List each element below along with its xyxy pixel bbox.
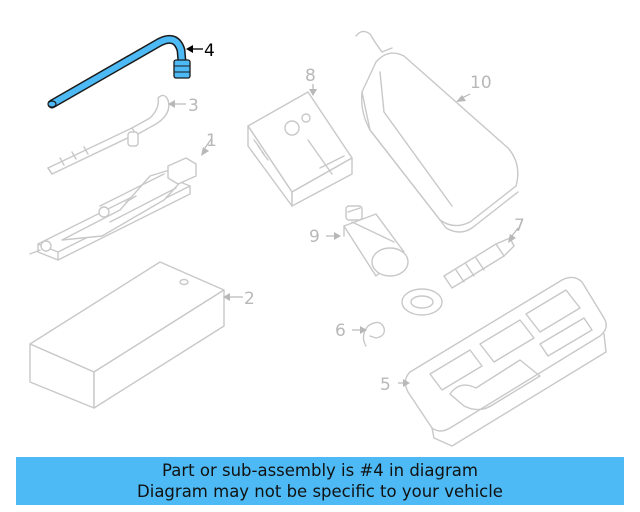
part-2-storage-box [29,261,225,409]
callout-1: 1 [206,131,217,151]
part-7-tow-hook [401,237,515,316]
callout-5: 5 [380,375,391,395]
part-8-compressor [247,91,353,207]
callout-3: 3 [188,96,199,116]
callout-8: 8 [305,66,316,86]
callout-6: 6 [335,321,346,341]
part-9-fitting [343,205,409,277]
callout-9: 9 [309,227,320,247]
callout-7: 7 [514,216,525,236]
part-4-lug-wrench[interactable] [47,34,191,109]
callout-2: 2 [244,289,255,309]
callout-10: 10 [470,73,492,93]
caption-banner: Part or sub-assembly is #4 in diagram Di… [16,457,624,505]
callout-4: 4 [204,41,215,61]
part-5-foam-tray [404,276,607,447]
parts-diagram: 4 3 1 2 [29,30,607,447]
part-1-scissor-jack [29,157,197,261]
part-3-jack-handle [47,94,170,175]
caption-line-1: Part or sub-assembly is #4 in diagram [162,461,478,480]
part-10-tool-bag [355,30,519,233]
part-6-clip [362,321,386,347]
caption-line-2: Diagram may not be specific to your vehi… [137,482,503,501]
